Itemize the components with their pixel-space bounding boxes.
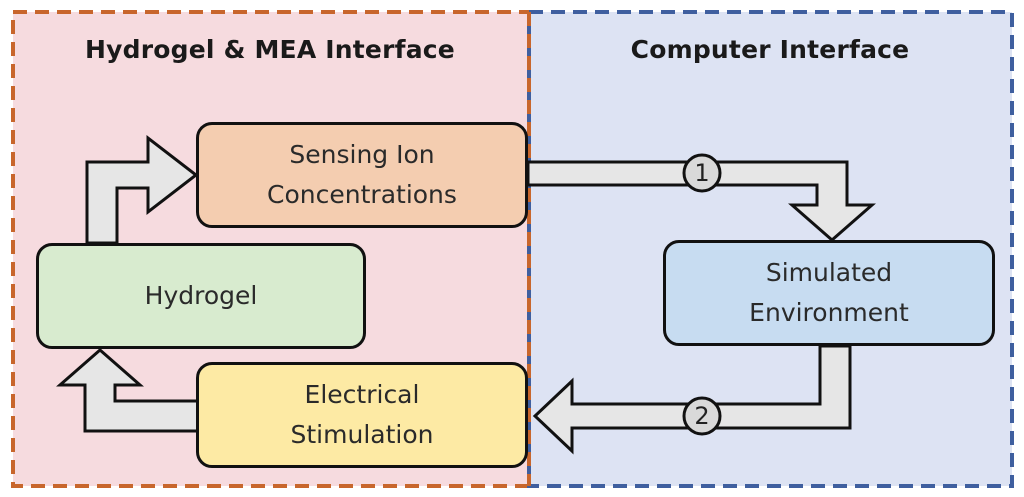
node-label-line: Sensing Ion <box>289 140 435 169</box>
node-label-line: Stimulation <box>290 420 434 449</box>
node-electrical-stimulation: Electrical Stimulation <box>196 362 528 468</box>
step-number-1: 1 <box>694 159 710 187</box>
node-label-line: Hydrogel <box>144 281 258 310</box>
right-panel-title: Computer Interface <box>630 35 910 64</box>
node-label-line: Concentrations <box>267 180 457 209</box>
arrow-sensing-to-simulated <box>526 160 876 242</box>
node-simulated-environment: Simulated Environment <box>663 240 995 346</box>
arrow-stimulation-to-hydrogel <box>56 348 200 433</box>
step-circle-1 <box>682 153 722 193</box>
node-label-line: Environment <box>749 298 909 327</box>
arrow-hydrogel-to-sensing <box>85 134 199 245</box>
node-label-line: Electrical <box>304 380 420 409</box>
step-circle-2 <box>682 396 722 436</box>
node-label-line: Simulated <box>765 258 893 287</box>
step-number-2: 2 <box>694 402 710 430</box>
node-sensing-ion-concentrations: Sensing Ion Concentrations <box>196 122 528 228</box>
node-hydrogel: Hydrogel <box>36 243 366 349</box>
left-panel-title: Hydrogel & MEA Interface <box>85 35 455 64</box>
